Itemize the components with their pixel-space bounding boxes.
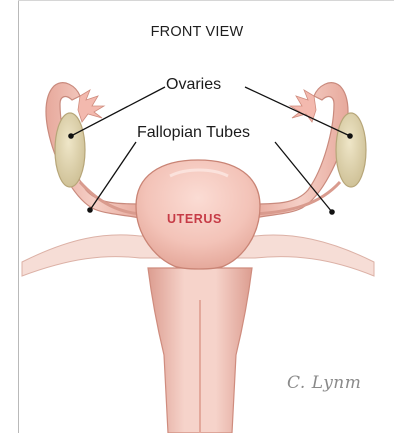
fallopian-tubes-label: Fallopian Tubes [137,124,250,142]
uterus-label: UTERUS [167,212,222,226]
tube-left-dot [87,207,93,213]
tube-right-dot [329,209,335,215]
figure-title: FRONT VIEW [0,24,394,40]
right-ovary [336,113,366,187]
artist-signature: C. Lynm [287,373,361,393]
left-ovary [55,113,85,187]
tubes-leader-left [90,142,136,210]
ovary-left-dot [68,133,74,139]
ovary-right-dot [347,133,353,139]
left-fimbriae [78,90,104,122]
ovaries-label: Ovaries [166,76,221,94]
right-fimbriae [290,90,316,122]
